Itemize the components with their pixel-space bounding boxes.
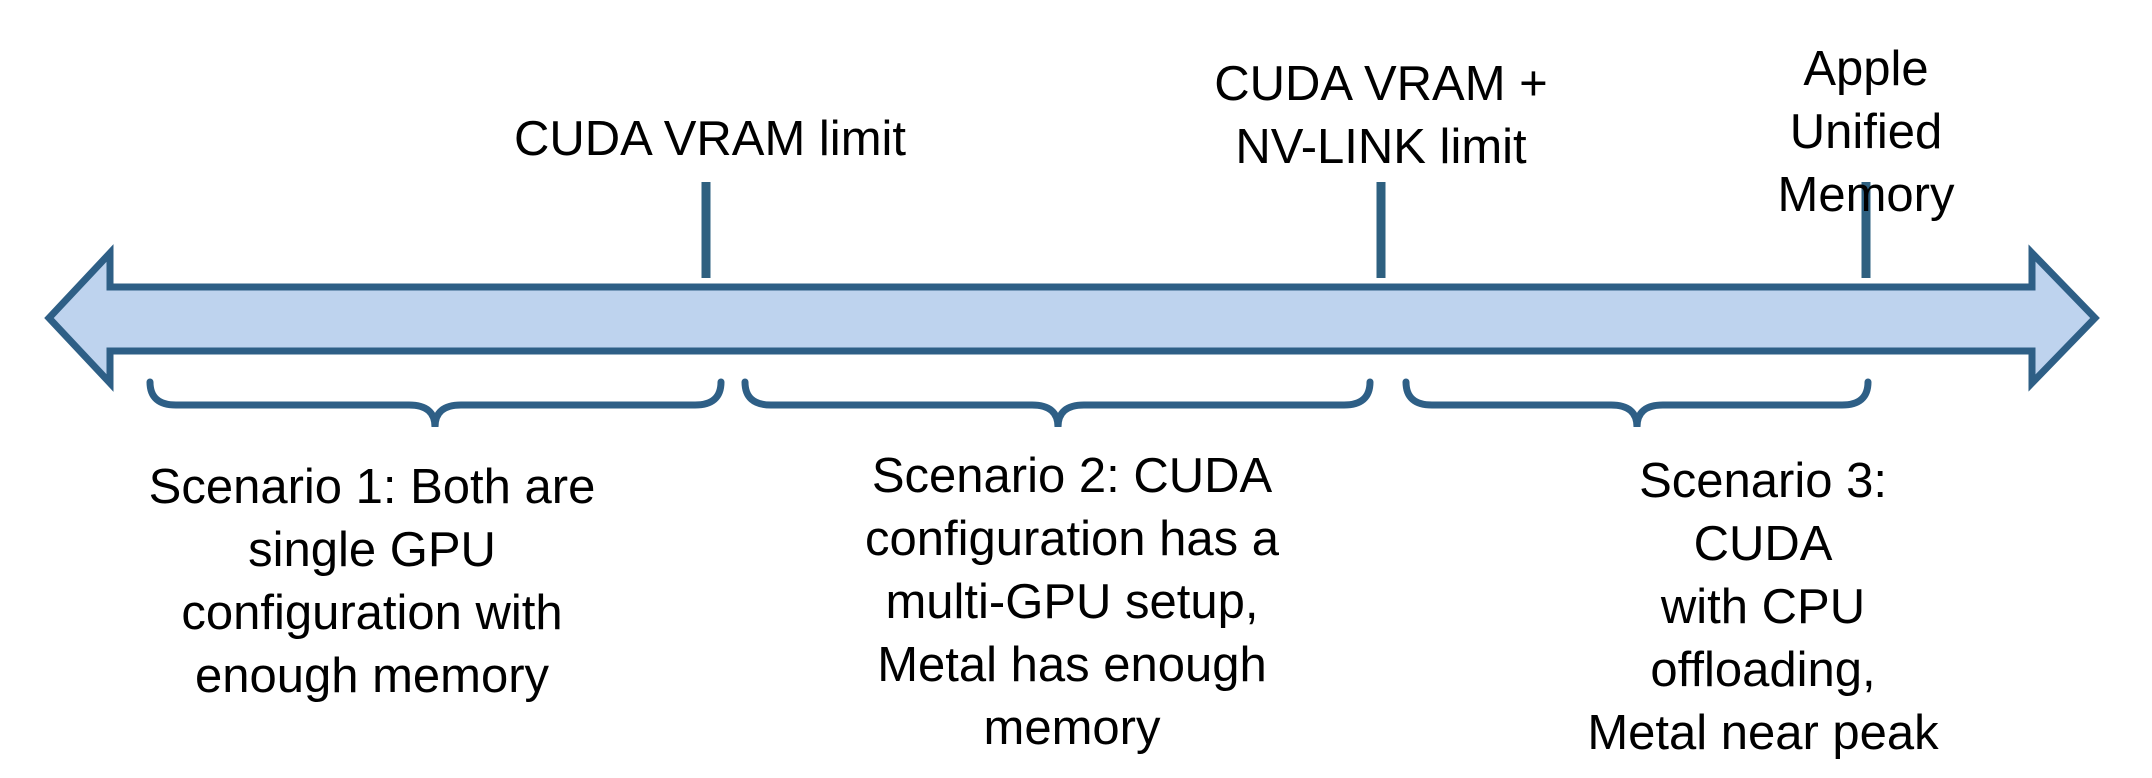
scenario-2-description: Scenario 2: CUDA configuration has a mul… — [864, 449, 1280, 755]
brace-scenario-2 — [741, 378, 1374, 428]
axis-label-cuda-vram-limit: CUDA VRAM limit — [513, 112, 907, 166]
double-headed-arrow-icon — [44, 244, 2100, 392]
axis-label-cuda-vram-nvlink-limit: CUDA VRAM + NV-LINK limit — [1214, 57, 1548, 174]
brace-scenario-1 — [146, 378, 725, 428]
scenario-3-description: Scenario 3: CUDA with CPU offloading, Me… — [1587, 454, 1939, 778]
brace-scenario-3 — [1402, 378, 1872, 428]
scenario-1-description: Scenario 1: Both are single GPU configur… — [148, 460, 596, 703]
axis-label-apple-unified-memory: Apple Unified Memory — [1777, 42, 1955, 222]
